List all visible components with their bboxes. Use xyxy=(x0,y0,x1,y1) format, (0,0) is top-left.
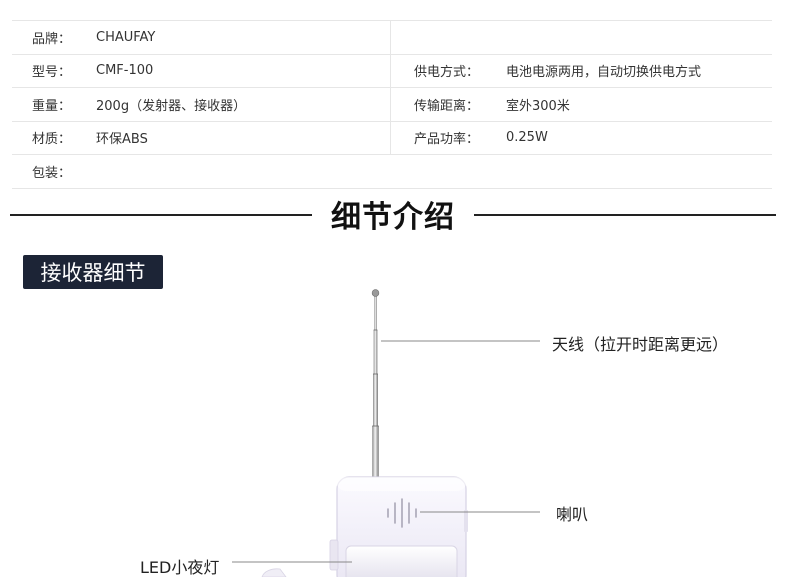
spec-value: 0.25W xyxy=(506,130,548,146)
section-heading: 细节介绍 xyxy=(10,193,776,235)
spec-value: 200g（发射器、接收器） xyxy=(96,98,247,114)
spec-label: 材质： xyxy=(32,132,72,148)
antenna-label: 天线（拉开时距离更远） xyxy=(552,335,729,354)
spec-label: 重量： xyxy=(32,98,72,114)
subsection-badge: 接收器细节 xyxy=(23,255,163,289)
spec-label: 型号： xyxy=(32,65,72,81)
mounting-clip xyxy=(261,568,287,577)
spec-label: 供电方式： xyxy=(414,65,480,81)
spec-value: 环保ABS xyxy=(96,132,148,148)
antenna xyxy=(371,289,380,480)
spec-row-weight: 重量： 200g（发射器、接收器） 传输距离： 室外300米 xyxy=(12,88,772,122)
spec-table: 品牌： CHAUFAY 型号： CMF-100 供电方式： 电池电源两用，自动切… xyxy=(12,20,772,189)
spec-column-divider xyxy=(390,21,391,155)
spec-label: 传输距离： xyxy=(414,98,480,114)
speaker-grille-icon xyxy=(387,498,417,528)
spec-value: 电池电源两用，自动切换供电方式 xyxy=(506,65,702,81)
spec-label: 包装： xyxy=(32,165,72,181)
spec-row-material: 材质： 环保ABS 产品功率： 0.25W xyxy=(12,122,772,155)
spec-label: 产品功率： xyxy=(414,132,480,148)
speaker-label: 喇叭 xyxy=(556,505,589,524)
spec-row-model: 型号： CMF-100 供电方式： 电池电源两用，自动切换供电方式 xyxy=(12,55,772,88)
spec-value: 室外300米 xyxy=(506,98,570,114)
heading-rule-left xyxy=(10,214,312,216)
spec-row-brand: 品牌： CHAUFAY xyxy=(12,21,772,55)
heading-rule-right xyxy=(474,214,776,216)
spec-value: CHAUFAY xyxy=(96,29,156,45)
led-night-light xyxy=(345,545,458,577)
spec-row-package: 包装： xyxy=(12,155,772,189)
section-title: 细节介绍 xyxy=(331,200,455,235)
spec-value: CMF-100 xyxy=(96,63,154,79)
spec-label: 品牌： xyxy=(32,31,72,47)
led-label: LED小夜灯 xyxy=(140,558,220,577)
